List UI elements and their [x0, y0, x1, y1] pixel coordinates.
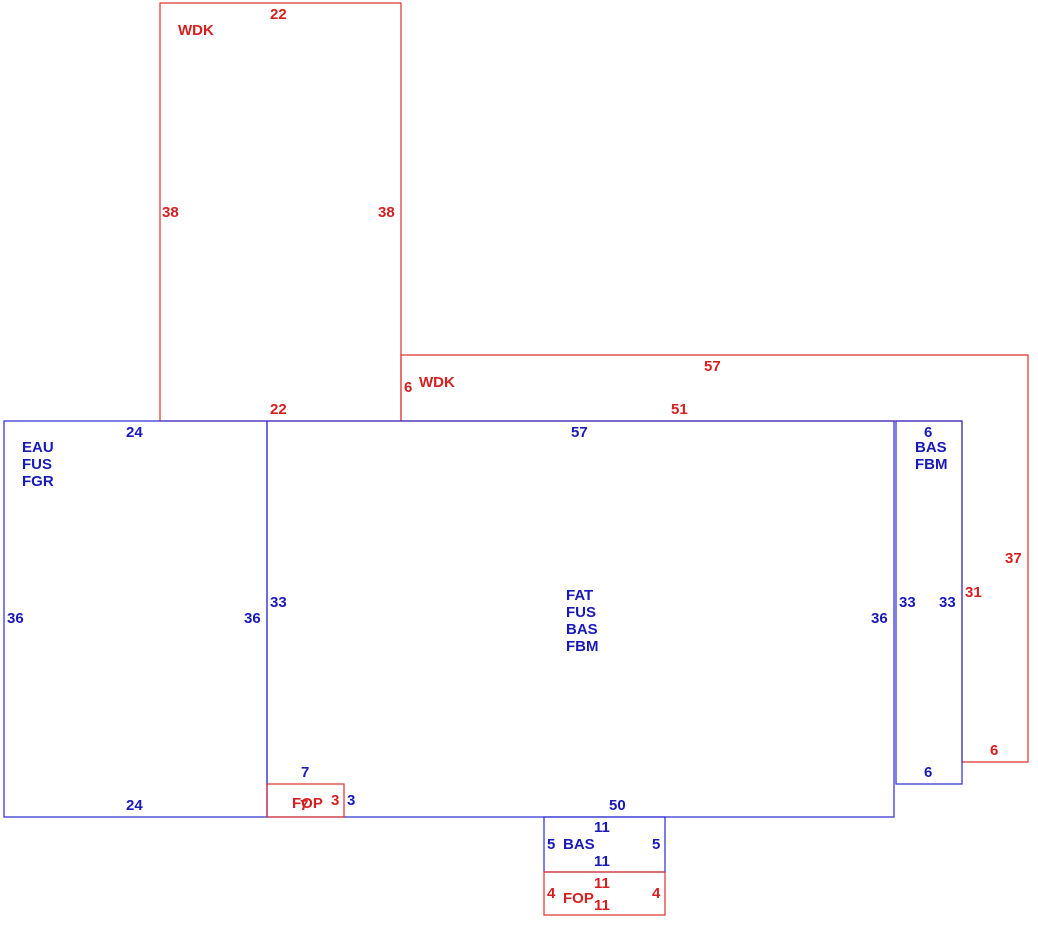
fop-bottom-bottom-dim: 11: [594, 897, 610, 914]
left-block-area[interactable]: EAU FUS FGR 24 24 36 36: [3, 420, 268, 818]
left-block-code-3: FGR: [22, 473, 54, 490]
wdk-right-right-dim: 37: [1005, 550, 1022, 567]
right-strip-code-2: FBM: [915, 456, 948, 473]
fop-small-code: FOP: [292, 795, 323, 812]
right-strip-area[interactable]: 6 BAS FBM 33 33 6: [895, 420, 963, 785]
bas-bottom-bottom-dim: 11: [594, 853, 610, 870]
main-block-top-dim: 57: [571, 424, 588, 441]
main-block-area[interactable]: FAT FUS BAS FBM 57 33 36 50: [266, 420, 895, 818]
main-block-code-3: BAS: [566, 621, 598, 638]
wdk-upper-top-dim: 22: [270, 6, 287, 23]
fop-bottom-right-dim: 4: [652, 885, 661, 902]
left-block-code-2: FUS: [22, 456, 52, 473]
left-block-top-dim: 24: [126, 424, 143, 441]
main-block-left-dim: 33: [270, 594, 287, 611]
wdk-upper-bottom-dim: 22: [270, 401, 287, 418]
wdk-upper-code: WDK: [178, 22, 214, 39]
bas-bottom-area[interactable]: 11 BAS 5 5 11: [543, 816, 666, 873]
fop-bottom-top-dim: 11: [594, 875, 610, 892]
right-strip-right-dim: 33: [939, 594, 956, 611]
main-block-bottom-dim: 50: [609, 797, 626, 814]
wdk-right-left-dim: 6: [404, 379, 412, 396]
bas-bottom-top-dim: 11: [594, 819, 610, 836]
wdk-upper-right-dim: 38: [378, 204, 395, 221]
fop-small-right-dim: 3: [331, 792, 339, 809]
left-block-left-dim: 36: [7, 610, 24, 627]
fop-small-area[interactable]: 7 FOP 7 3 3: [266, 764, 355, 818]
left-block-code-1: EAU: [22, 439, 54, 456]
right-strip-bottom-dim: 6: [924, 764, 932, 781]
fop-bottom-code: FOP: [563, 890, 594, 907]
fop-bottom-left-dim: 4: [547, 885, 556, 902]
wdk-upper-area[interactable]: WDK 22 38 38 22: [159, 2, 402, 422]
fop-small-top-dim: 7: [301, 764, 309, 781]
bas-bottom-left-dim: 5: [547, 836, 555, 853]
main-block-code-1: FAT: [566, 587, 593, 604]
fop-small-right-outer-dim: 3: [347, 792, 355, 809]
fop-bottom-area[interactable]: 11 FOP 4 4 11: [543, 871, 666, 916]
left-block-right-dim: 36: [244, 610, 261, 627]
wdk-right-inner-right-dim: 31: [965, 584, 982, 601]
right-strip-code-1: BAS: [915, 439, 947, 456]
left-block-bottom-dim: 24: [126, 797, 143, 814]
wdk-upper-left-dim: 38: [162, 204, 179, 221]
right-strip-top-dim: 6: [924, 424, 932, 441]
wdk-right-code: WDK: [419, 374, 455, 391]
wdk-right-area[interactable]: WDK 57 6 51 37 31 6: [400, 354, 1029, 763]
main-block-code-2: FUS: [566, 604, 596, 621]
wdk-right-inner-top-dim: 51: [671, 401, 688, 418]
wdk-right-bottom-dim: 6: [990, 742, 998, 759]
main-block-code-4: FBM: [566, 638, 599, 655]
bas-bottom-right-dim: 5: [652, 836, 660, 853]
wdk-right-top-dim: 57: [704, 358, 721, 375]
fop-small-left-dim: 7: [300, 797, 308, 814]
bas-bottom-code: BAS: [563, 836, 595, 853]
main-block-right-dim: 36: [871, 610, 888, 627]
right-strip-left-dim: 33: [899, 594, 916, 611]
